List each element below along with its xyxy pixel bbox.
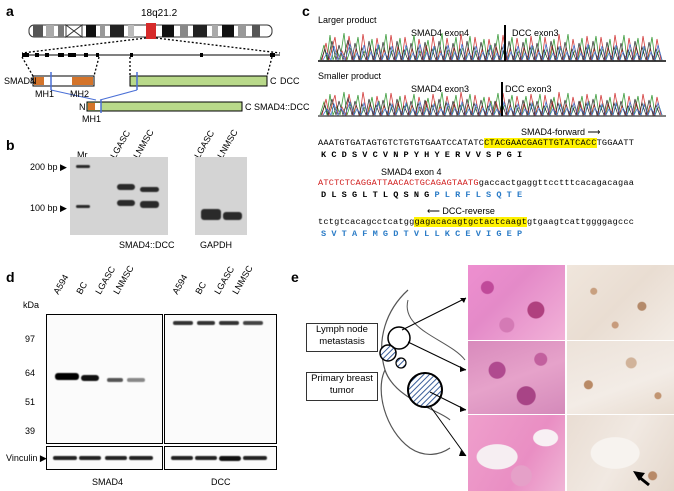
ihc-image-1 [567,265,674,340]
panel-a-label: a [6,3,14,19]
18q21-band [146,23,156,39]
seq-line-1: AAATGTGATAGTGTCTGTGTGAATCCATATCCTACGAACG… [318,138,635,148]
panel-c-label: c [302,3,310,19]
lane-a594-left: A594 [51,272,71,296]
blot-vinculin-right [164,446,277,470]
he-image-2 [468,341,565,414]
forward-primer-label: SMAD4-forward ⟶ [521,127,601,137]
lymph-node-box: Lymph node metastasis [306,323,378,352]
aa-line-3: S V T A F M G D T V L L K C E V I G E P [321,229,523,239]
aa-line-1: K C D S V C V N P Y H Y E R V V S P G I [321,150,523,160]
lane-lnmsc-2: LNMSC [215,127,240,160]
smad4-n-terminal: N [30,76,37,86]
smad4-n-label: SMAD4 [4,76,36,86]
caption-gapdh: GAPDH [200,240,233,250]
fusion-name: SMAD4::DCC [254,102,310,112]
aa-line-2: D L S G L T L Q S N G P L R F L S Q T E [321,190,523,200]
marker-200bp: 200 bp ▶ [30,162,67,172]
marker-97: 97 [25,334,36,344]
gel-gapdh [195,157,247,235]
arrow-icon [633,471,650,487]
mh1-label: MH1 [35,89,55,99]
locus-label: 18q21.2 [141,8,178,19]
lane-bc-left: BC [74,280,90,296]
lane-lnmsc-1: LNMSC [131,127,156,160]
chromatogram-larger [318,25,666,62]
reverse-primer-label: ⟵ DCC-reverse [427,206,495,216]
smaller-product-label: Smaller product [318,71,382,81]
he-image-3 [468,415,565,491]
larger-smad4-exon: SMAD4 exon4 [411,28,470,38]
blot-vinculin-left [46,446,163,470]
marker-64: 64 [25,368,36,378]
lane-bc-right: BC [193,280,209,296]
lane-lgasc-2: LGASC [192,128,217,160]
lane-lgasc-1: LGASC [108,128,133,160]
chromosome-ideogram [28,23,273,39]
larger-dcc-exon: DCC exon3 [512,28,559,38]
chromatogram-smaller [318,82,666,117]
blot-dcc [164,314,277,444]
panel-e-label: e [291,269,299,285]
smaller-smad4-exon: SMAD4 exon3 [411,84,470,94]
caption-smad4-dcc: SMAD4::DCC [119,240,175,250]
marker-39: 39 [25,426,36,436]
he-image-1 [468,265,565,340]
vinculin-label: Vinculin ▶ [6,453,47,463]
smaller-dcc-exon: DCC exon3 [505,84,552,94]
primary-tumor-box: Primary breast tumor [306,372,378,401]
mh1-fusion-label: MH1 [82,114,102,124]
smad4-dcc-diagram [21,23,281,113]
dcc-c-terminal: C [270,76,277,86]
smad4-exon4-label: SMAD4 exon 4 [381,167,442,177]
panel-b-label: b [6,137,15,153]
larger-product-label: Larger product [318,15,377,25]
fusion-n-terminal: N [79,102,86,112]
dcc-name: DCC [280,76,300,86]
ihc-image-3 [567,415,674,491]
caption-dcc: DCC [211,477,231,487]
kda-label: kDa [23,300,40,310]
blot-smad4 [46,314,163,444]
seq-line-2: ATCTCTCAGGATTAACACTGCAGAGTAATGgaccactgag… [318,178,635,188]
caption-smad4: SMAD4 [92,477,124,487]
lane-a594-right: A594 [170,272,190,296]
marker-51: 51 [25,397,36,407]
gel-smad4-dcc [70,157,168,235]
marker-100bp: 100 bp ▶ [30,203,67,213]
lane-mr: Mr [77,150,88,160]
ihc-image-2 [567,341,674,414]
seq-line-3: tctgtcacagcctcatgggagacacagtgctactcaagtg… [318,217,635,227]
panel-d-label: d [6,269,15,285]
fusion-c-terminal: C [245,102,252,112]
breast-schematic [379,289,467,457]
mh2-label: MH2 [70,89,90,99]
